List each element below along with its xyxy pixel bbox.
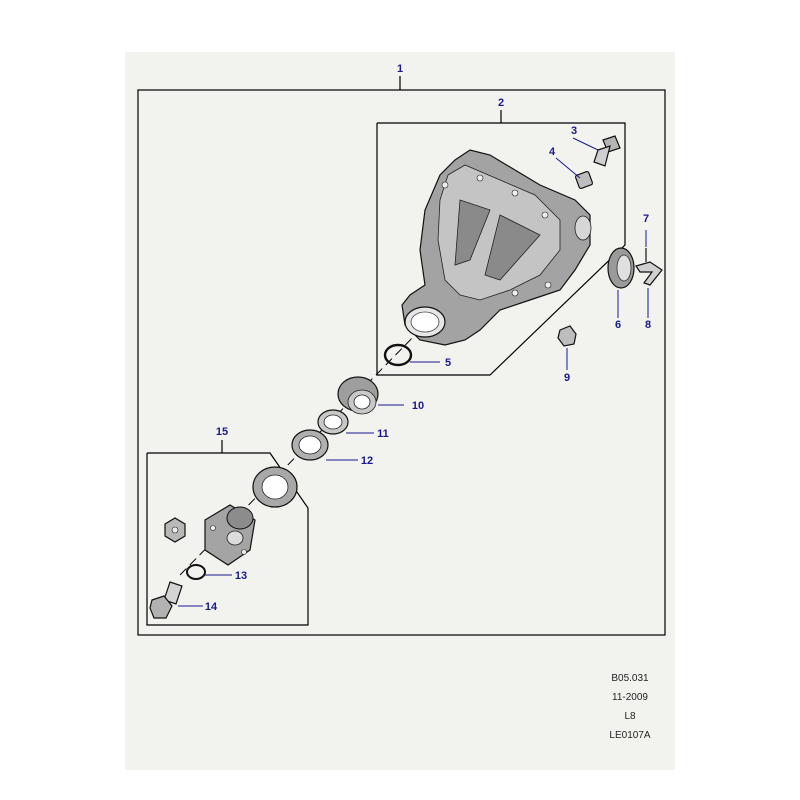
callout-8: 8 — [645, 319, 651, 331]
footer-drawing: LE0107A — [609, 730, 651, 741]
assembly-frame-2 — [376, 122, 626, 376]
bearing-10 — [337, 376, 379, 415]
bush-4 — [574, 170, 594, 190]
diagram-sheet — [125, 52, 675, 770]
dust-shield — [252, 466, 298, 508]
callout-2: 2 — [498, 97, 504, 109]
callout-5: 5 — [445, 357, 451, 369]
callout-14: 14 — [205, 601, 218, 613]
footer-ref: B05.031 — [611, 673, 649, 684]
footer-date: 11-2009 — [612, 692, 648, 703]
callout-10: 10 — [412, 400, 424, 412]
callout-7: 7 — [643, 213, 649, 225]
callout-3: 3 — [571, 125, 577, 137]
assembly-frame-1 — [137, 89, 666, 636]
callout-13: 13 — [235, 570, 247, 582]
callout-12: 12 — [361, 455, 373, 467]
callout-15: 15 — [216, 426, 228, 438]
callout-4: 4 — [549, 146, 556, 158]
o-ring-5 — [383, 343, 413, 367]
callout-11: 11 — [377, 428, 389, 440]
callout-6: 6 — [615, 319, 621, 331]
oil-seal-12 — [291, 429, 329, 461]
sensor-ring-6 — [607, 247, 635, 289]
drive-flange-15 — [204, 504, 256, 566]
spacer-11 — [317, 409, 349, 435]
bolt-14 — [149, 581, 183, 619]
bolt-3 — [593, 135, 621, 167]
footer-code: L8 — [624, 711, 636, 722]
flange-nut — [164, 517, 186, 543]
nut-9 — [557, 325, 577, 347]
washer-13 — [186, 564, 206, 580]
callout-9: 9 — [564, 372, 570, 384]
assembly-frame-15 — [146, 452, 309, 626]
callout-1: 1 — [397, 63, 403, 75]
differential-housing — [401, 149, 592, 346]
bracket-8 — [635, 261, 663, 286]
